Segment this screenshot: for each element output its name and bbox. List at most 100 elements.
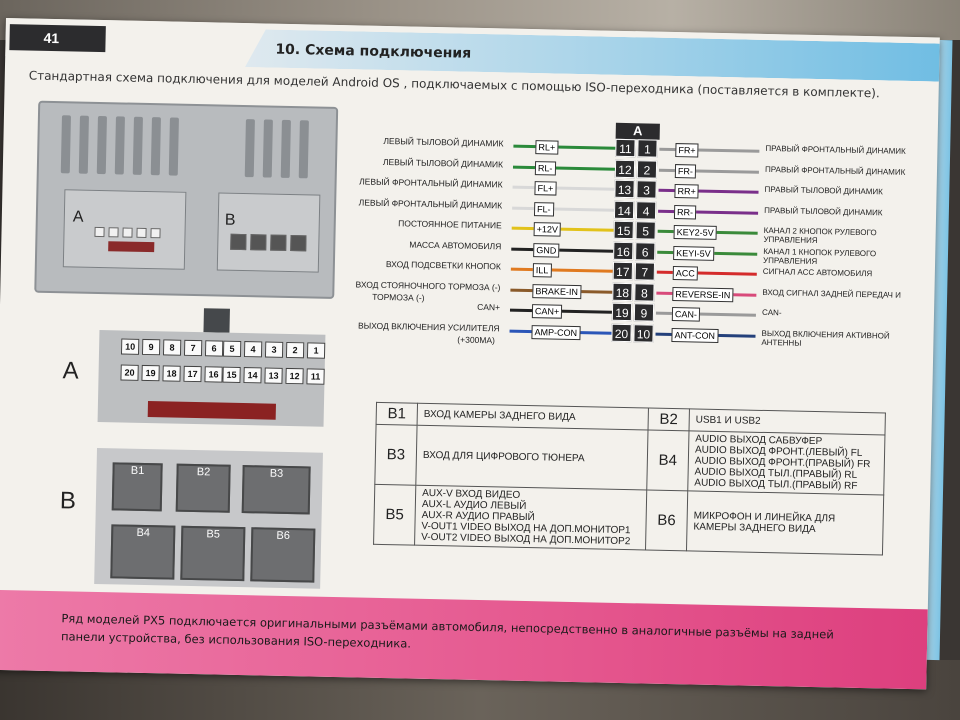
right-wire-tag: RR+ [674, 184, 699, 199]
connector-b5: B5 [180, 525, 246, 582]
right-wire-tag: KEYI-5V [673, 245, 714, 261]
table-code: B2 [647, 408, 690, 431]
table-text: ВХОД ДЛЯ ЦИФРОВОГО ТЮНЕРА [415, 425, 648, 491]
device-connector-b-area: B [216, 192, 321, 273]
vent [168, 117, 179, 176]
pin-number: 19 [141, 364, 160, 382]
left-wire-label: CAN+ [477, 301, 501, 313]
pin-number: 16 [204, 366, 223, 383]
connector-b3: B3 [241, 465, 311, 515]
pin-number: 3 [264, 341, 284, 358]
device-pin [136, 227, 147, 238]
table-code: B3 [374, 424, 418, 486]
pin-pair-cell: 14 [613, 200, 635, 219]
right-wire-tag: FR+ [675, 143, 699, 158]
right-wire-label: ВХОД СИГНАЛ ЗАДНЕЙ ПЕРЕДАЧ И [762, 287, 901, 300]
left-wire [511, 226, 614, 232]
pin-pair-cell: 2 [636, 159, 658, 179]
left-wire [513, 144, 616, 150]
device-label-a: A [72, 208, 84, 226]
device-connector-a-area: A [62, 189, 187, 270]
left-wire-label: ВХОД ПОДСВЕТКИ КНОПОК [385, 259, 502, 272]
pin-pair-cell: 9 [633, 303, 655, 322]
pin-pair-cell: 7 [634, 262, 656, 281]
connector-b-panel: B1 B2 B3 B4 B5 B6 [94, 448, 323, 589]
vent [262, 119, 273, 178]
right-wire-tag: ANT-CON [671, 327, 719, 343]
table-code: B1 [376, 402, 418, 426]
pin-number: 1 [306, 342, 326, 359]
brake-extra-label: ТОРМОЗА (-) [372, 291, 425, 303]
right-wire-label: ПРАВЫЙ ФРОНТАЛЬНЫЙ ДИНАМИК [764, 164, 906, 177]
right-wire-label: ПРАВЫЙ ТЫЛОВОЙ ДИНАМИК [764, 184, 883, 197]
right-wire-label: ПРАВЫЙ ФРОНТАЛЬНЫЙ ДИНАМИК [765, 143, 906, 156]
right-wire-label: СИГНАЛ АСС АВТОМОБИЛЯ [762, 266, 873, 279]
connector-a-letter: A [62, 357, 79, 385]
left-wire-tag: BRAKE-IN [532, 283, 582, 299]
pin-number: 7 [183, 339, 203, 357]
manual-page: 41 10. Схема подключения Стандартная схе… [0, 18, 940, 690]
page-number: 41 [9, 24, 106, 53]
pin-pair-cell: 1 [637, 139, 658, 158]
table-code: B6 [645, 490, 688, 551]
pin-number: 12 [285, 367, 304, 385]
pin-pair-cell: 13 [614, 179, 635, 199]
device-back-panel: A B [34, 100, 339, 299]
left-wire [511, 247, 614, 253]
table-code: B5 [373, 484, 416, 546]
left-wire-tag: AMP-CON [531, 324, 581, 340]
vent [244, 119, 255, 178]
vent [298, 120, 309, 179]
connector-b6-label: B6 [276, 529, 291, 543]
vent [114, 116, 125, 175]
pin-number: 14 [243, 367, 262, 384]
connector-b3-label: B3 [269, 467, 284, 480]
vent [150, 117, 161, 176]
pin-number: 15 [222, 366, 241, 383]
device-pin [150, 228, 161, 239]
connector-b4-label: B4 [136, 526, 151, 540]
left-wire [510, 267, 613, 273]
pin-number: 20 [120, 364, 139, 381]
pin-pair-cell: 10 [633, 323, 654, 343]
right-wire-label: КАНАЛ 2 КНОПОК РУЛЕВОГО УПРАВЛЕНИЯ [763, 225, 877, 246]
right-wire-tag: REVERSE-IN [672, 286, 734, 302]
left-wire-tag: FL+ [534, 181, 557, 196]
pin-pair-cell: 18 [612, 282, 633, 301]
right-wire-label: КАНАЛ 1 КНОПОК РУЛЕВОГО УПРАВЛЕНИЯ [763, 246, 877, 266]
pin-number: 17 [183, 365, 202, 383]
connector-b5-label: B5 [206, 528, 221, 541]
b-connector-table: B1 ВХОД КАМЕРЫ ЗАДНЕГО ВИДА B2 USB1 И US… [373, 402, 886, 556]
connector-b4: B4 [110, 524, 176, 580]
device-pin [230, 233, 247, 251]
pin-number: 9 [141, 338, 161, 356]
connector-a-red-plug [147, 401, 276, 420]
vent [96, 115, 107, 175]
pin-pair-cell: 17 [612, 261, 634, 281]
connector-b2-label: B2 [196, 466, 211, 479]
right-wire-tag: KEY2-5V [673, 225, 717, 240]
device-pin [108, 227, 119, 238]
pin-pair-cell: 19 [611, 302, 633, 322]
left-wire-label: ЛЕВЫЙ ТЫЛОВОЙ ДИНАМИК [382, 156, 504, 169]
vent [60, 115, 71, 174]
pin-number: 5 [222, 340, 242, 357]
device-pin [122, 227, 133, 238]
left-wire-label: ВЫХОД ВКЛЮЧЕНИЯ УСИЛИТЕЛЯ [357, 319, 500, 333]
connector-b1: B1 [111, 462, 163, 512]
right-wire-tag: CAN- [671, 307, 701, 322]
right-wire-label: ПРАВЫЙ ТЫЛОВОЙ ДИНАМИК [764, 205, 883, 217]
vent [280, 119, 291, 178]
left-wire [512, 185, 615, 191]
pin-pair-cell: 15 [613, 220, 634, 240]
connector-a-latch [203, 308, 230, 333]
left-wire [512, 206, 615, 212]
left-wire-label: ПОСТОЯННОЕ ПИТАНИЕ [398, 218, 502, 231]
pin-number: 2 [285, 341, 305, 359]
